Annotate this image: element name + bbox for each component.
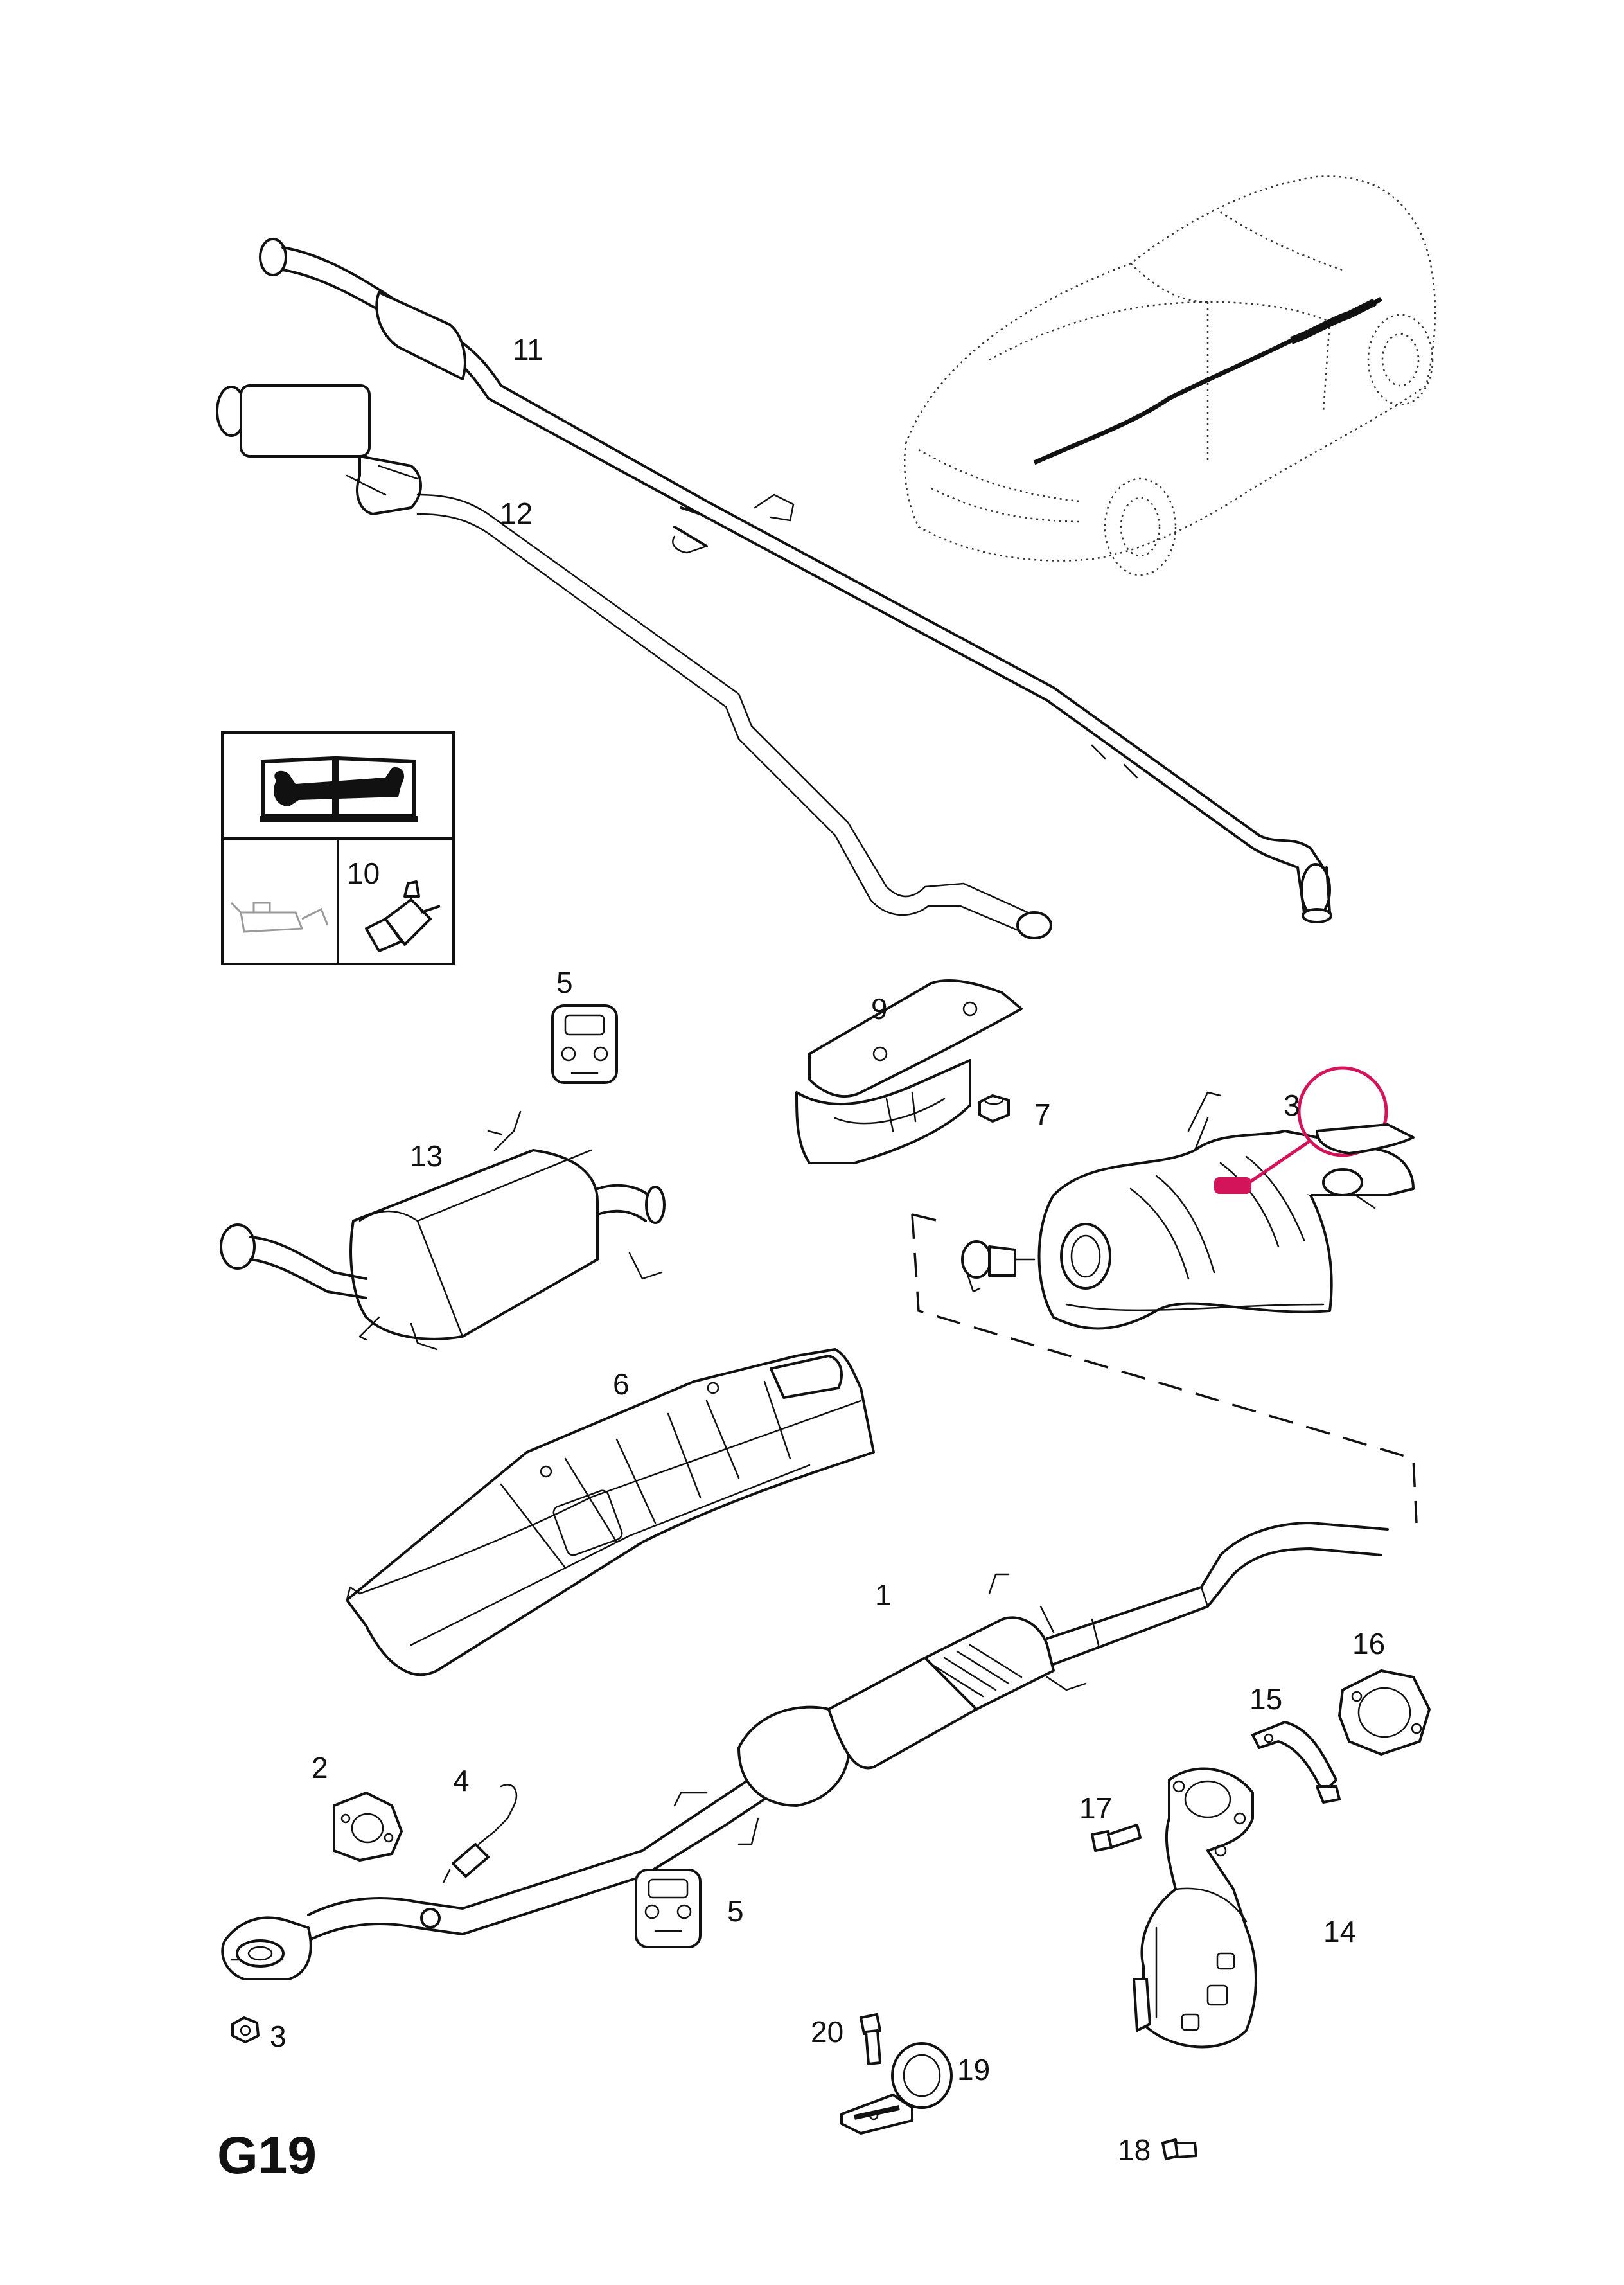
part-12-rear-silencer-pipe xyxy=(216,384,1052,939)
callout-3-lower: 3 xyxy=(270,2020,287,2053)
oil-can-icon xyxy=(230,902,329,933)
part-18-bolt xyxy=(1161,2138,1197,2160)
callout-5-upper: 5 xyxy=(556,966,573,999)
part-11-exhaust-pipe xyxy=(259,238,1332,923)
sheet-code: G19 xyxy=(217,2126,317,2185)
callout-1: 1 xyxy=(875,1578,892,1612)
part-3-nut xyxy=(231,2016,260,2043)
callout-4: 4 xyxy=(453,1764,470,1797)
callout-12: 12 xyxy=(500,497,533,530)
highlight-marker xyxy=(1214,1177,1251,1194)
part-1-front-pipe-converter xyxy=(221,1522,1389,1980)
callout-9: 9 xyxy=(871,992,888,1026)
callout-17: 17 xyxy=(1079,1792,1112,1825)
callout-20: 20 xyxy=(811,2015,843,2049)
repair-manual-wrench-icon xyxy=(260,756,418,822)
callout-5-lower: 5 xyxy=(727,1894,744,1928)
part-2-gasket xyxy=(333,1792,403,1862)
callout-18: 18 xyxy=(1118,2133,1151,2167)
part-3-rear-silencer xyxy=(961,1066,1415,1330)
part-5-rubber-mount-lower xyxy=(635,1869,702,1948)
part-6-underbody-heat-shield xyxy=(346,1348,875,1676)
callout-14: 14 xyxy=(1323,1915,1356,1948)
callout-11: 11 xyxy=(513,333,543,366)
callout-3-upper: 3 xyxy=(1284,1089,1300,1122)
callout-6: 6 xyxy=(613,1367,630,1401)
part-13-rear-silencer xyxy=(220,1110,666,1351)
part-4-oxygen-sensor xyxy=(442,1784,518,1884)
part-17-bolt xyxy=(1091,1824,1142,1852)
part-14-catalytic-converter xyxy=(1133,1767,1257,2049)
callout-7: 7 xyxy=(1034,1098,1051,1131)
part-5-rubber-mount-upper xyxy=(551,1004,618,1084)
callout-19: 19 xyxy=(957,2053,990,2086)
part-20-bolt xyxy=(860,2013,881,2065)
sealant-tube-icon xyxy=(365,880,441,952)
highlight-circle xyxy=(1297,1066,1388,1157)
callout-2: 2 xyxy=(312,1751,328,1784)
assembly-outline xyxy=(911,1213,1418,1524)
callout-16: 16 xyxy=(1352,1627,1385,1660)
part-7-nut xyxy=(978,1094,1010,1123)
service-info-box: 10 xyxy=(221,731,455,965)
callout-13: 13 xyxy=(410,1139,443,1173)
part-9-heat-shield xyxy=(795,979,1023,1164)
callout-10: 10 xyxy=(347,857,380,890)
part-16-flange-gasket xyxy=(1338,1669,1431,1756)
part-19-clamp xyxy=(840,2042,953,2135)
vehicle-location-illustration xyxy=(903,175,1436,576)
part-15-clamp xyxy=(1251,1721,1341,1804)
callout-15: 15 xyxy=(1249,1682,1282,1716)
